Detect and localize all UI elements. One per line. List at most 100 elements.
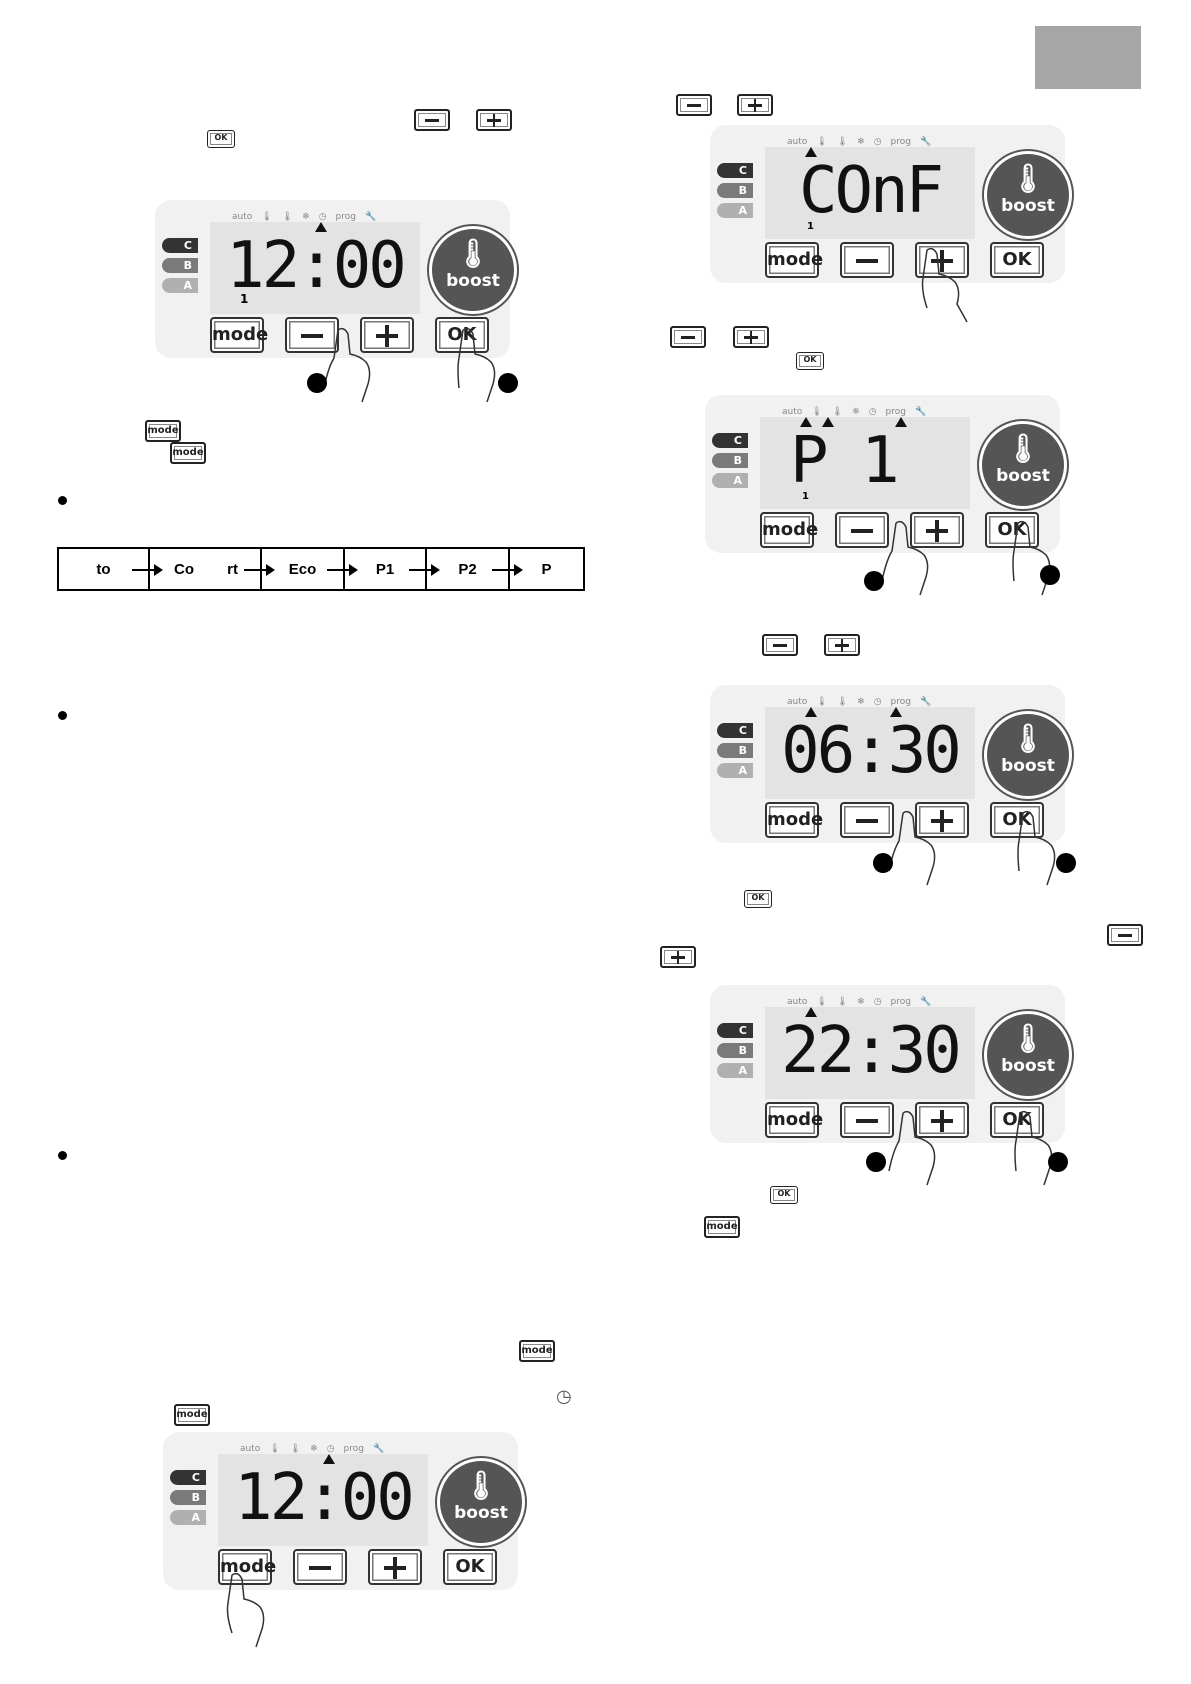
wrench-icon: 🔧	[919, 997, 932, 1007]
hand-press-icon	[888, 810, 936, 886]
step-marker	[1056, 853, 1076, 873]
day-indicator: 1	[807, 221, 814, 232]
lcd-digits: 12:00	[226, 229, 407, 303]
status-icon-row: auto🌡🌡❄◷prog🔧	[787, 997, 932, 1007]
thermometer-icon: 🌡	[816, 997, 828, 1007]
plus-button[interactable]	[915, 1102, 969, 1138]
frost-icon: ❄	[310, 1444, 318, 1454]
status-icon-row: auto🌡🌡❄◷prog🔧	[232, 212, 377, 222]
status-icon-row: auto🌡🌡❄◷prog🔧	[782, 407, 927, 417]
mode-button[interactable]: mode	[760, 512, 818, 548]
mode-step: P	[492, 549, 583, 589]
plus-key-icon	[660, 946, 696, 968]
mode-button[interactable]: mode	[765, 242, 823, 278]
status-icon-row: auto🌡🌡❄◷prog🔧	[787, 697, 932, 707]
boost-button[interactable]: 🌡boost	[979, 421, 1067, 509]
mode-button[interactable]: mode	[218, 1549, 276, 1585]
lcd-digits: 22:30	[781, 1014, 962, 1088]
step-marker	[873, 853, 893, 873]
thermometer-icon: 🌡	[816, 697, 828, 707]
hand-press-icon	[1017, 810, 1056, 886]
thermometer-icon: 🌡	[836, 137, 849, 147]
plus-button[interactable]	[915, 802, 969, 838]
ok-button[interactable]: OK	[435, 317, 489, 353]
lcd-digits: COnF	[798, 154, 944, 228]
hand-press-icon	[457, 327, 496, 403]
lcd-display: 12:00 1	[210, 222, 420, 314]
boost-button[interactable]: 🌡boost	[984, 151, 1072, 239]
thermostat-panel: auto🌡🌡❄◷prog🔧 12:00 1 C B A 🌡boost mode …	[140, 200, 517, 360]
level-b: B	[717, 1043, 753, 1058]
minus-key-icon	[676, 94, 712, 116]
level-b: B	[717, 743, 753, 758]
thermometer-icon: 🌡	[281, 212, 294, 222]
status-icon-row: auto🌡🌡❄◷prog🔧	[787, 137, 932, 147]
mode-key-icon: mode	[704, 1216, 740, 1238]
thermometer-icon: 🌡	[1010, 162, 1046, 195]
mode-button[interactable]: mode	[210, 317, 268, 353]
plus-button[interactable]	[910, 512, 964, 548]
boost-button[interactable]: 🌡boost	[437, 1458, 525, 1546]
level-b: B	[717, 183, 753, 198]
minus-key-icon	[1107, 924, 1143, 946]
boost-button[interactable]: 🌡boost	[984, 711, 1072, 799]
thermometer-icon: 🌡	[831, 407, 844, 417]
level-b: B	[162, 258, 198, 273]
minus-button[interactable]	[835, 512, 889, 548]
clock-icon: ◷	[873, 137, 882, 147]
thermometer-icon: 🌡	[1010, 722, 1046, 755]
minus-button[interactable]	[840, 242, 894, 278]
mode-key-icon: mode	[519, 1340, 555, 1362]
lcd-display: P 1 1	[760, 417, 970, 509]
clock-icon: ◷	[556, 1386, 572, 1407]
clock-icon: ◷	[873, 697, 882, 707]
step-marker	[866, 1152, 886, 1172]
plus-key-icon	[737, 94, 773, 116]
plus-button[interactable]	[360, 317, 414, 353]
mode-button[interactable]: mode	[765, 802, 823, 838]
thermometer-icon: 🌡	[269, 1444, 281, 1454]
wrench-icon: 🔧	[364, 212, 377, 222]
thermostat-panel: auto🌡🌡❄◷prog🔧 06:30 C B A 🌡boost mode OK	[695, 685, 1072, 845]
thermostat-panel: auto🌡🌡❄◷prog🔧 22:30 C B A 🌡boost mode OK	[695, 985, 1072, 1145]
lcd-display: 12:00	[218, 1454, 428, 1546]
level-b: B	[170, 1490, 206, 1505]
step-marker	[307, 373, 327, 393]
thermometer-icon: 🌡	[455, 237, 491, 270]
ok-button[interactable]: OK	[443, 1549, 497, 1585]
minus-key-icon	[762, 634, 798, 656]
minus-button[interactable]	[840, 1102, 894, 1138]
mode-button[interactable]: mode	[765, 1102, 823, 1138]
thermometer-icon: 🌡	[463, 1469, 499, 1502]
mode-key-icon: mode	[145, 420, 181, 442]
wrench-icon: 🔧	[919, 137, 932, 147]
mode-key-icon: mode	[174, 1404, 210, 1426]
plus-button[interactable]	[368, 1549, 422, 1585]
thermometer-icon: 🌡	[1005, 432, 1041, 465]
level-c: C	[712, 433, 748, 448]
hand-press-icon	[226, 1572, 265, 1648]
bullet	[58, 1151, 67, 1160]
level-c: C	[170, 1470, 206, 1485]
mode-key-icon: mode	[170, 442, 206, 464]
hand-press-icon	[1012, 520, 1051, 596]
level-c: C	[717, 723, 753, 738]
section-tab	[1035, 26, 1141, 89]
boost-button[interactable]: 🌡boost	[429, 226, 517, 314]
lcd-display: COnF 1	[765, 147, 975, 239]
minus-key-icon	[414, 109, 450, 131]
level-c: C	[162, 238, 198, 253]
ok-button[interactable]: OK	[990, 242, 1044, 278]
minus-button[interactable]	[840, 802, 894, 838]
boost-button[interactable]: 🌡boost	[984, 1011, 1072, 1099]
day-indicator: 1	[802, 491, 809, 502]
hand-press-icon	[1014, 1110, 1053, 1186]
bullet	[58, 711, 67, 720]
plus-key-icon	[476, 109, 512, 131]
minus-button[interactable]	[293, 1549, 347, 1585]
lcd-display: 06:30	[765, 707, 975, 799]
lcd-digits: 06:30	[781, 714, 962, 788]
plus-key-icon	[824, 634, 860, 656]
